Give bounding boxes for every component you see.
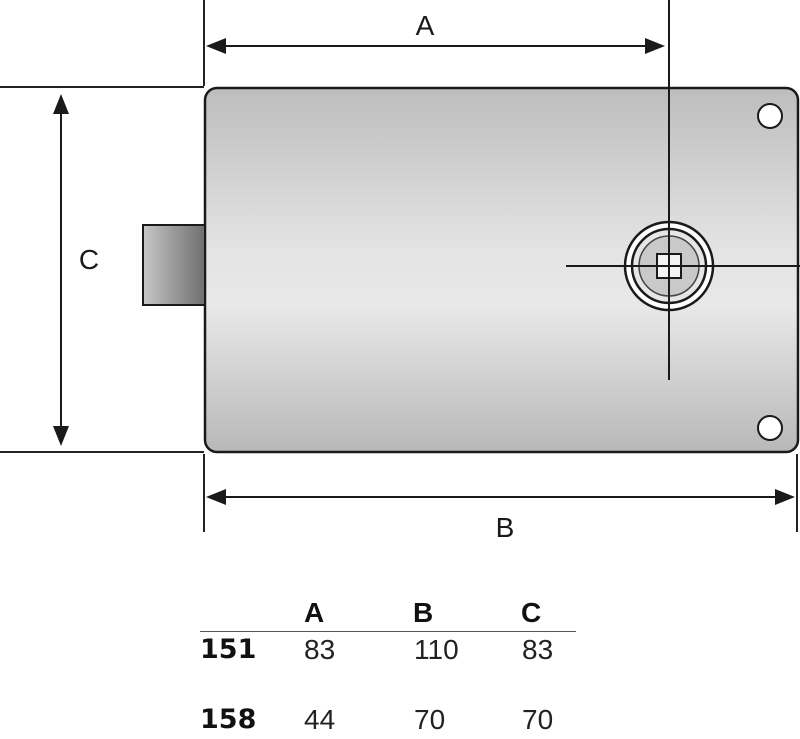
lock-bolt — [142, 224, 206, 306]
dimensions-table: A B C 151 83 110 83 158 44 70 70 — [196, 597, 586, 735]
table-row: 158 44 70 70 — [196, 703, 586, 739]
dimension-line-c — [53, 94, 69, 446]
mounting-hole-bottom — [757, 415, 783, 441]
value-b: 110 — [414, 634, 459, 665]
column-header-b: B — [413, 597, 434, 628]
value-b: 70 — [414, 704, 446, 735]
mounting-hole-top — [757, 103, 783, 129]
dimension-line-a — [206, 38, 665, 54]
header-divider — [200, 631, 576, 632]
extension-lines — [0, 0, 798, 532]
value-a: 83 — [304, 634, 336, 665]
center-lines — [566, 0, 800, 380]
column-header-a: A — [304, 597, 325, 628]
dimension-label-a: A — [416, 10, 435, 41]
value-c: 70 — [522, 704, 554, 735]
dimension-label-b: B — [496, 512, 515, 543]
value-c: 83 — [522, 634, 554, 665]
lock-dimension-diagram: A B C — [0, 0, 800, 543]
model-number: 151 — [200, 634, 257, 665]
dimension-line-b — [206, 489, 795, 505]
table-row: 151 83 110 83 — [196, 633, 586, 669]
model-number: 158 — [200, 704, 257, 735]
column-header-c: C — [521, 597, 542, 628]
value-a: 44 — [304, 704, 336, 735]
dimension-label-c: C — [79, 244, 99, 275]
